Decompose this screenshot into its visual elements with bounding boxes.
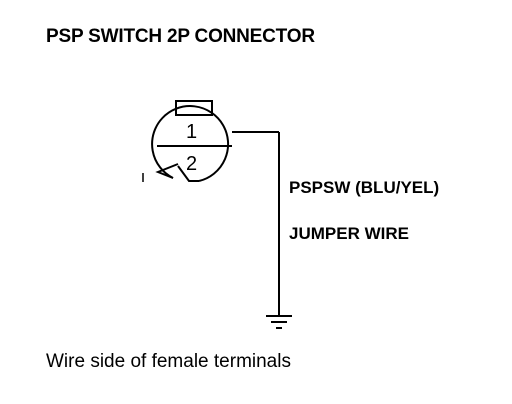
connector-latch bbox=[175, 100, 213, 116]
pin-2-label: 2 bbox=[186, 153, 197, 175]
diagram-title: PSP SWITCH 2P CONNECTOR bbox=[46, 26, 315, 47]
jumper-wire-label: JUMPER WIRE bbox=[289, 224, 409, 243]
ground-icon bbox=[266, 315, 292, 329]
wire-label: PSPSW (BLU/YEL) bbox=[289, 178, 440, 197]
diagram-caption: Wire side of female terminals bbox=[46, 351, 291, 372]
connector-notch-lower bbox=[177, 165, 199, 182]
connector bbox=[142, 100, 232, 182]
pin-1-label: 1 bbox=[186, 121, 197, 143]
connector-notch bbox=[155, 163, 179, 179]
jumper-wire bbox=[232, 131, 280, 316]
connector-housing bbox=[151, 105, 230, 182]
